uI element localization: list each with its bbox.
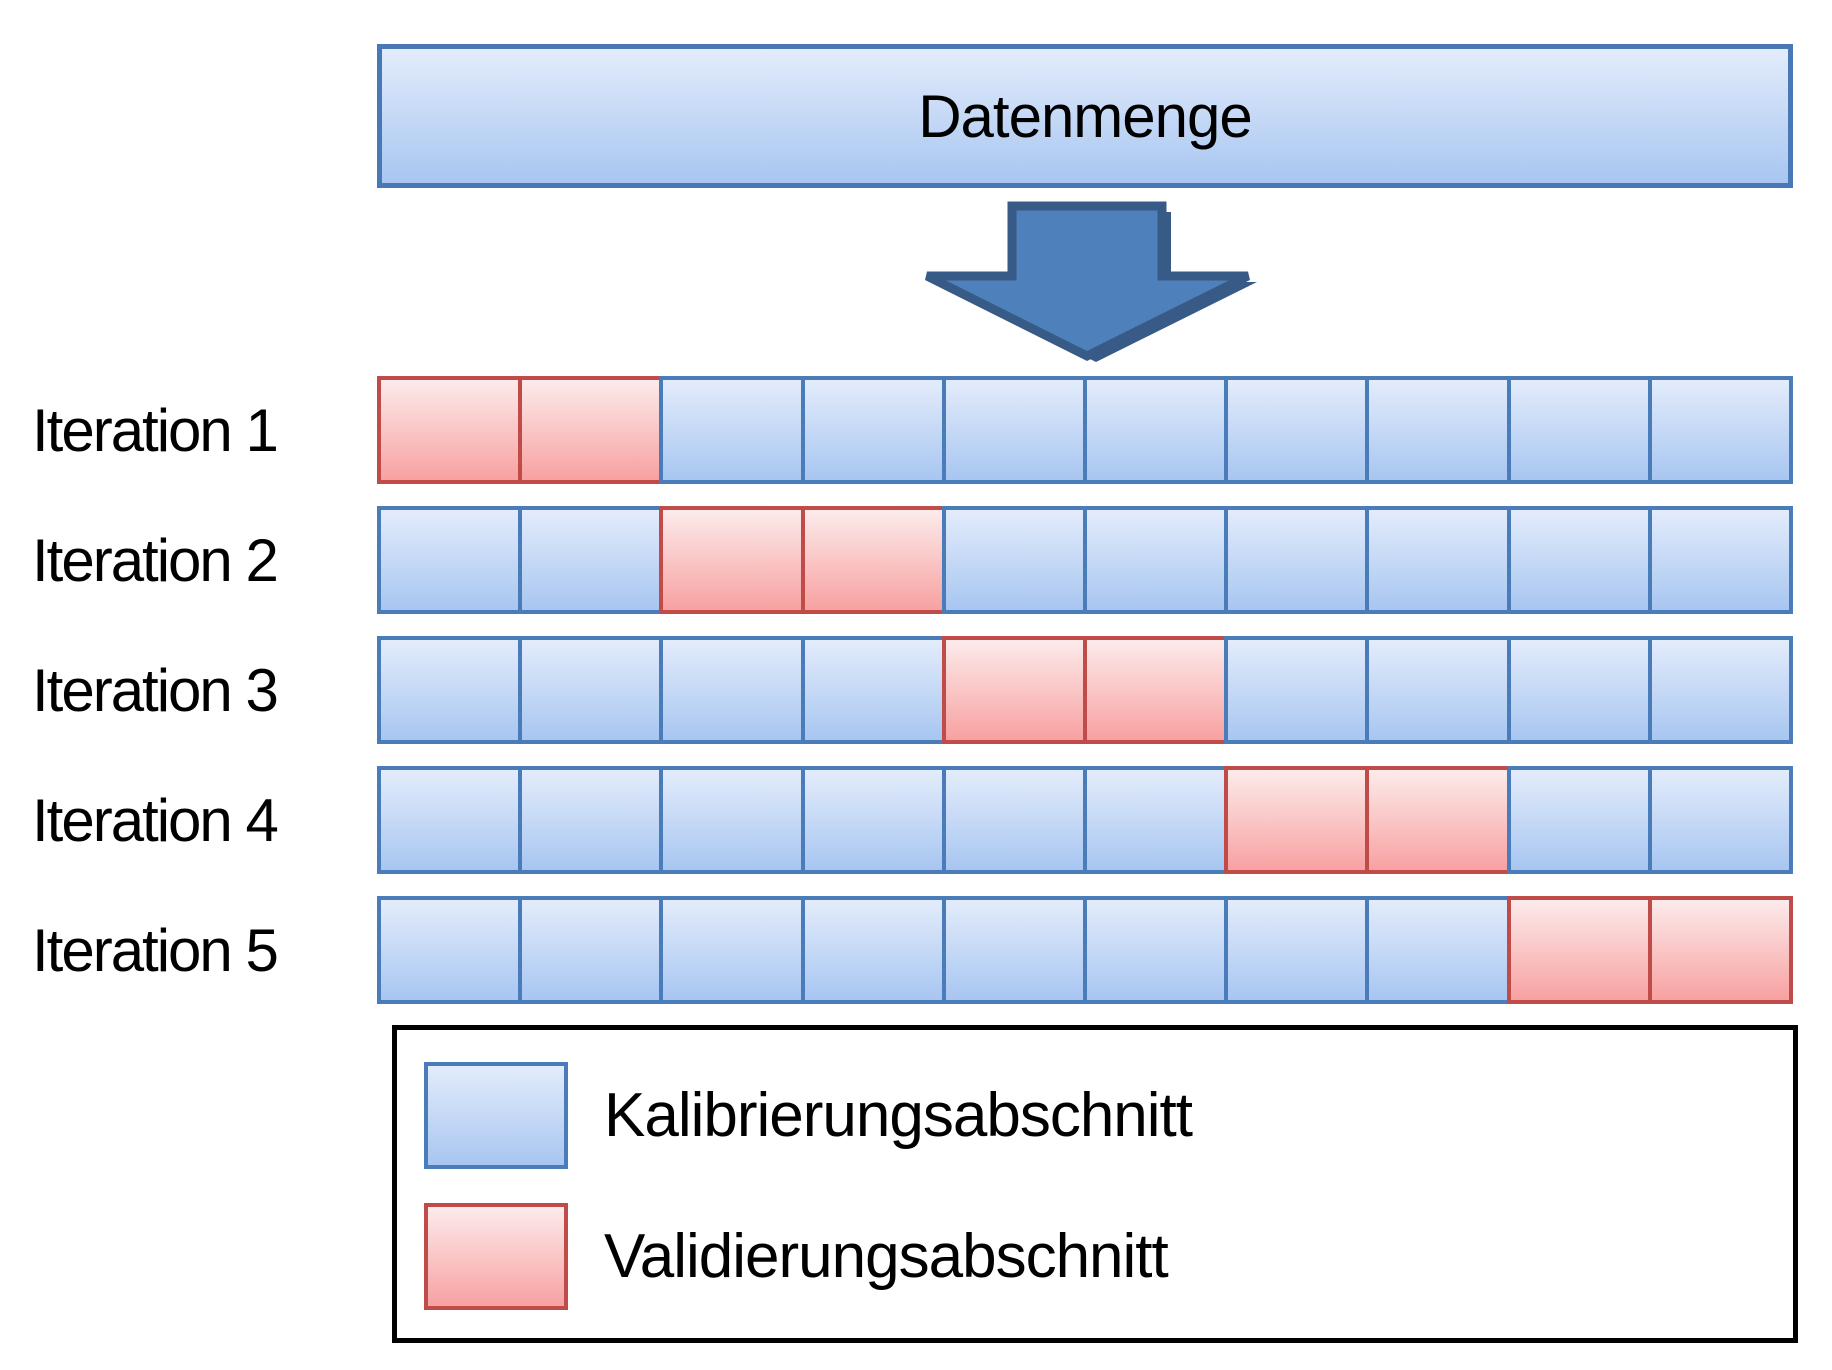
calibration-cell — [377, 636, 523, 744]
iteration-row — [377, 896, 1794, 1004]
calibration-cell — [377, 896, 523, 1004]
calibration-cell — [1365, 896, 1511, 1004]
calibration-cell — [659, 766, 805, 874]
iteration-row — [377, 376, 1794, 484]
calibration-cell — [518, 506, 664, 614]
calibration-cell — [1506, 766, 1652, 874]
validation-cell — [1647, 896, 1794, 1004]
calibration-cell — [518, 896, 664, 1004]
calibration-cell — [1224, 896, 1370, 1004]
iteration-label: Iteration 2 — [32, 526, 279, 594]
legend-label: Kalibrierungsabschnitt — [604, 1081, 1193, 1150]
calibration-cell — [1506, 506, 1652, 614]
calibration-swatch — [424, 1062, 568, 1169]
iteration-label: Iteration 1 — [32, 396, 279, 464]
down-arrow-icon — [924, 201, 1257, 362]
calibration-cell — [1224, 636, 1370, 744]
calibration-cell — [941, 896, 1088, 1004]
calibration-cell — [800, 896, 946, 1004]
calibration-cell — [941, 376, 1088, 484]
validation-cell — [659, 506, 805, 614]
validation-cell — [1224, 766, 1370, 874]
calibration-cell — [1224, 506, 1370, 614]
calibration-cell — [1083, 766, 1229, 874]
iteration-label: Iteration 5 — [32, 916, 279, 984]
validation-cell — [1083, 636, 1229, 744]
validation-swatch — [424, 1203, 568, 1310]
calibration-cell — [659, 376, 805, 484]
calibration-cell — [1506, 376, 1652, 484]
validation-cell — [518, 376, 664, 484]
calibration-cell — [1647, 506, 1794, 614]
datenmenge-label: Datenmenge — [918, 82, 1253, 150]
calibration-cell — [1365, 376, 1511, 484]
calibration-cell — [1224, 376, 1370, 484]
calibration-cell — [518, 636, 664, 744]
down-arrow-body — [924, 201, 1251, 362]
calibration-cell — [518, 766, 664, 874]
calibration-cell — [377, 766, 523, 874]
calibration-cell — [1506, 636, 1652, 744]
calibration-cell — [1647, 766, 1794, 874]
iteration-label: Iteration 3 — [32, 656, 279, 724]
calibration-cell — [659, 896, 805, 1004]
validation-cell — [941, 636, 1088, 744]
calibration-cell — [800, 766, 946, 874]
calibration-cell — [1083, 896, 1229, 1004]
calibration-cell — [1647, 376, 1794, 484]
iteration-row — [377, 506, 1794, 614]
calibration-cell — [941, 506, 1088, 614]
calibration-cell — [800, 376, 946, 484]
calibration-cell — [1647, 636, 1794, 744]
legend-box — [392, 1025, 1798, 1343]
validation-cell — [1506, 896, 1652, 1004]
iteration-row — [377, 766, 1794, 874]
calibration-cell — [659, 636, 805, 744]
validation-cell — [377, 376, 523, 484]
calibration-cell — [1365, 506, 1511, 614]
legend-label: Validierungsabschnitt — [604, 1222, 1169, 1291]
calibration-cell — [1365, 636, 1511, 744]
iteration-label: Iteration 4 — [32, 786, 279, 854]
calibration-cell — [377, 506, 523, 614]
datenmenge-box: Datenmenge — [377, 44, 1793, 188]
iteration-row — [377, 636, 1794, 744]
calibration-cell — [941, 766, 1088, 874]
validation-cell — [800, 506, 946, 614]
validation-cell — [1365, 766, 1511, 874]
calibration-cell — [1083, 506, 1229, 614]
calibration-cell — [800, 636, 946, 744]
calibration-cell — [1083, 376, 1229, 484]
